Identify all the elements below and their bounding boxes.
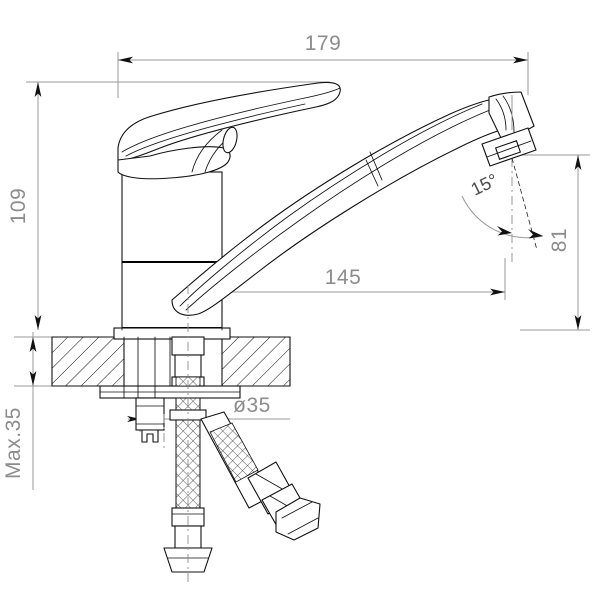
dimension-label-145: 145: [325, 266, 362, 289]
part-hose-connector: [200, 411, 309, 529]
dimension-label-109: 109: [7, 188, 30, 225]
dimension-max-counter-thickness: Max.35: [2, 332, 52, 490]
dimension-label-81: 81: [548, 228, 571, 252]
dimension-label-dia35: ø35: [233, 394, 271, 417]
dimension-label-179: 179: [305, 32, 342, 55]
part-hose-union-nut: [275, 497, 321, 541]
dimension-overall-length: 179: [117, 32, 529, 98]
part-body-cylinder: [113, 171, 231, 340]
dimension-outlet-angle: 15°: [461, 157, 544, 262]
centre-lines: [163, 285, 189, 582]
dimension-overall-height: 109: [7, 81, 330, 330]
part-lever-handle: [117, 81, 341, 180]
part-counter-top: [51, 336, 291, 387]
dimension-label-max35: Max.35: [2, 407, 25, 479]
angle-label-15deg: 15°: [468, 170, 501, 200]
part-spout: [171, 97, 513, 316]
part-backing-washer: [99, 385, 241, 399]
dimension-spout-height: 81: [505, 154, 590, 331]
